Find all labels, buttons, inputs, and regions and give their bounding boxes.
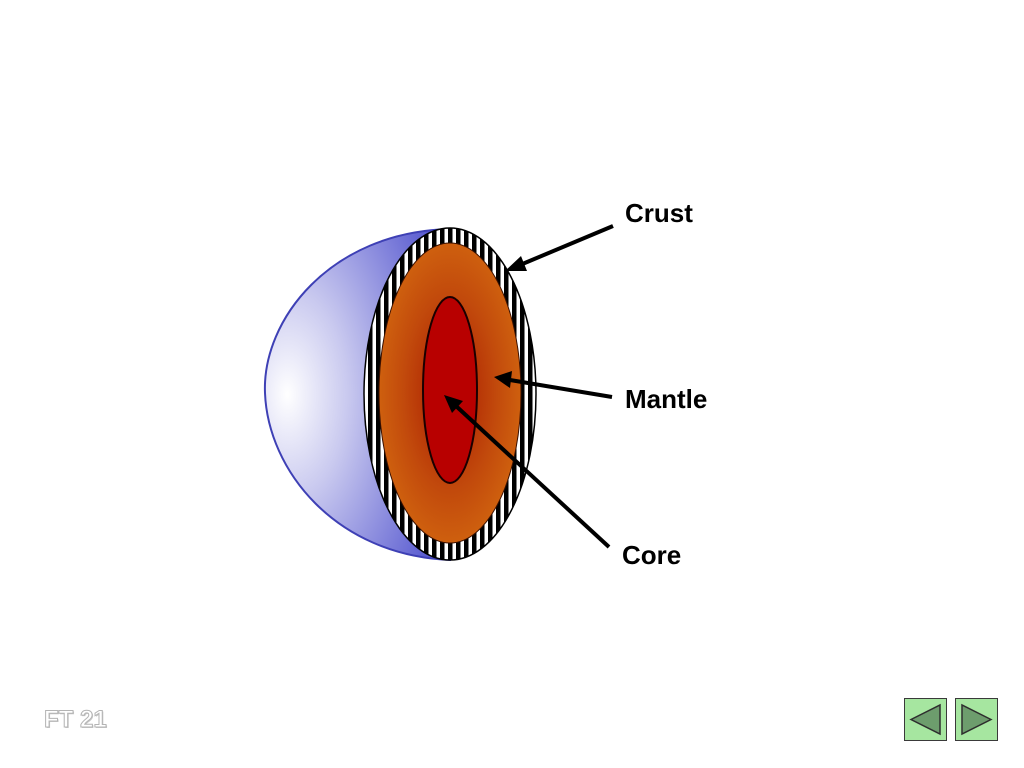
- mantle-pointer-arrow: [494, 371, 613, 399]
- mantle-label: Mantle: [625, 384, 708, 414]
- core-layer: [422, 296, 478, 484]
- crust-pointer-arrow: [505, 224, 614, 271]
- core-label: Core: [622, 540, 682, 570]
- triangle-right-icon: [961, 703, 993, 736]
- crust-label: Crust: [625, 198, 693, 228]
- triangle-left-icon: [909, 703, 941, 736]
- core-pointer-arrow: [444, 395, 611, 549]
- next-slide-button[interactable]: [955, 698, 998, 741]
- slide-id-label: FT 21: [44, 706, 108, 733]
- previous-slide-button[interactable]: [904, 698, 947, 741]
